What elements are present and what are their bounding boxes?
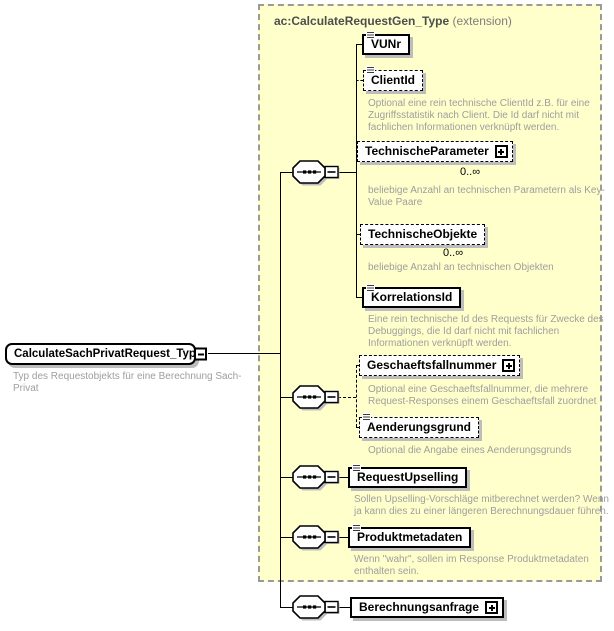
sequence-compositor[interactable] [291, 523, 341, 551]
element-clientid[interactable]: ClientId [363, 66, 423, 91]
connector-line [338, 477, 348, 478]
annotation-text: Optional eine Geschaeftsfallnummer, die … [368, 384, 597, 407]
annotation-icon [366, 66, 375, 74]
connector-line [356, 297, 362, 298]
annotation-icon [352, 524, 361, 532]
connector-line [338, 537, 348, 538]
annotation-text: Optional die Angabe eines Aenderungsgrun… [368, 445, 572, 456]
element-vunr[interactable]: VUNr [362, 31, 411, 55]
annotation-text: Optional eine rein technische ClientId z… [368, 98, 590, 133]
connector-line [280, 397, 294, 398]
element-label: TechnischeObjekte [368, 227, 478, 241]
sequence-compositor[interactable] [291, 463, 341, 491]
occurrence-label: 0..∞ [443, 247, 464, 259]
element-label: ClientId [371, 73, 415, 87]
connector-line [280, 172, 281, 607]
annotation-text: Wenn "wahr", sollen im Response Produktm… [354, 554, 589, 577]
element-label: Geschaeftsfallnummer [367, 358, 497, 372]
annotation-icon [366, 284, 375, 292]
collapse-icon[interactable] [194, 347, 207, 361]
extension-suffix: (extension) [452, 14, 512, 28]
expand-icon[interactable] [485, 601, 499, 614]
connector-line [356, 427, 359, 428]
annotation-icon [366, 31, 375, 39]
element-label: TechnischeParameter [365, 144, 489, 158]
element-berechnungsanfrage[interactable]: Berechnungsanfrage [350, 597, 505, 618]
connector-line [208, 353, 280, 354]
sequence-compositor[interactable] [291, 158, 341, 186]
element-label: KorrelationsId [371, 290, 453, 304]
annotation-text: Sollen Upselling-Vorschläge mitberechnet… [354, 494, 609, 517]
connector-line [356, 44, 362, 45]
element-label: Produktmetadaten [357, 530, 463, 544]
element-produktmetadaten[interactable]: Produktmetadaten [348, 524, 472, 548]
connector-line [356, 44, 357, 298]
extension-type-name: ac:CalculateRequestGen_Type [274, 14, 450, 28]
connector-line [280, 172, 294, 173]
connector-line [280, 537, 294, 538]
element-label: Aenderungsgrund [367, 420, 471, 434]
element-technischeobjekte[interactable]: TechnischeObjekte [360, 224, 486, 245]
element-aenderungsgrund[interactable]: Aenderungsgrund [359, 413, 479, 438]
element-label: VUNr [371, 37, 402, 51]
annotation-text: Typ des Requestobjekts für eine Berechnu… [13, 371, 242, 394]
sequence-compositor[interactable] [291, 383, 341, 411]
element-technischeparameter[interactable]: TechnischeParameter [357, 141, 513, 162]
element-label: RequestUpselling [357, 470, 459, 484]
annotation-text: beliebige Anzahl an technischen Paramete… [368, 185, 605, 208]
element-geschaeftsfallnummer[interactable]: Geschaeftsfallnummer [359, 355, 521, 376]
occurrence-label: 0..∞ [460, 166, 481, 178]
element-korrelationsid[interactable]: KorrelationsId [362, 284, 462, 308]
connector-line [280, 477, 294, 478]
connector-line [338, 607, 350, 608]
connector-line [356, 365, 357, 427]
expand-icon[interactable] [494, 145, 508, 158]
element-requestupselling[interactable]: RequestUpselling [348, 464, 468, 488]
expand-icon[interactable] [502, 359, 516, 372]
connector-line [356, 234, 360, 235]
annotation-icon [362, 413, 371, 421]
annotation-text: Eine rein technische Id des Requests für… [368, 314, 604, 349]
element-label: CalculateSachPrivatRequest_Type [14, 348, 203, 360]
connector-line [338, 397, 356, 398]
connector-line [356, 365, 359, 366]
annotation-icon [352, 464, 361, 472]
extension-header: ac:CalculateRequestGen_Type (extension) [274, 14, 512, 28]
sequence-compositor[interactable] [291, 593, 341, 621]
connector-line [338, 172, 356, 173]
element-calculatesachprivatrequest-type[interactable]: CalculateSachPrivatRequest_Type [5, 343, 207, 365]
element-label: Berechnungsanfrage [359, 600, 480, 614]
connector-line [356, 80, 363, 81]
annotation-text: beliebige Anzahl an technischen Objekten [368, 262, 554, 273]
connector-line [280, 607, 294, 608]
